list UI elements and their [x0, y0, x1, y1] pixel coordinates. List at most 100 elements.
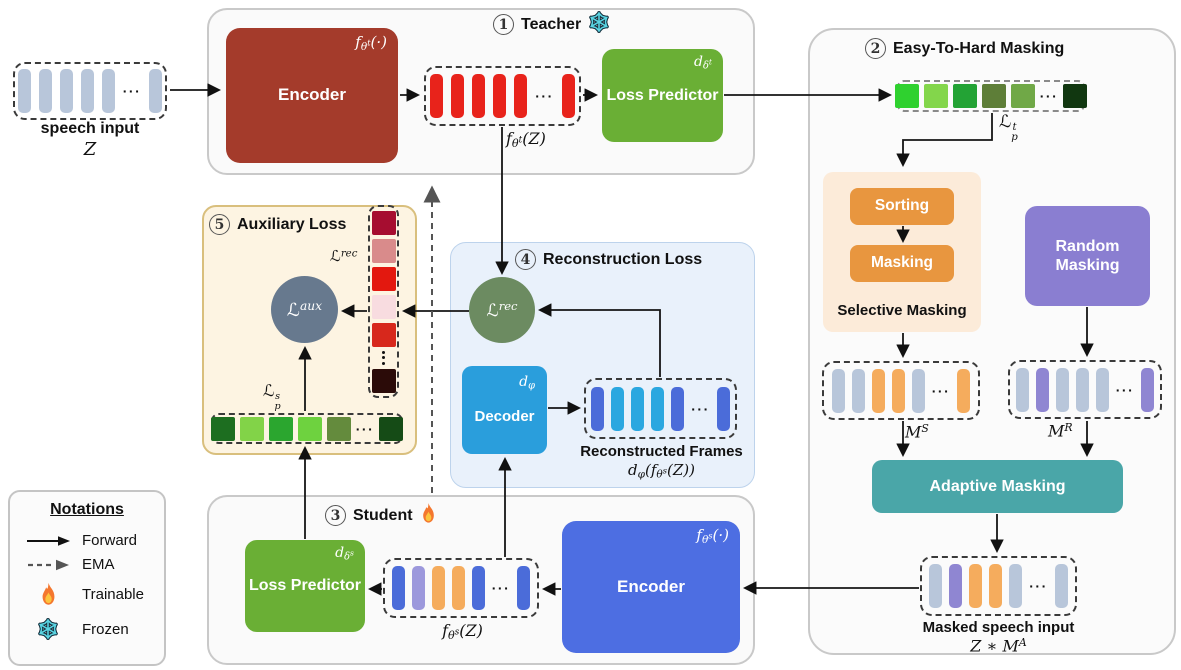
number-3-badge: 3: [325, 505, 346, 526]
loss-square: [239, 416, 264, 441]
ellipsis: ···: [122, 83, 142, 99]
frame-bar-gray: [1075, 367, 1089, 412]
vertical-ellipsis: [382, 350, 385, 365]
student-encoder-box: fθs(·) Encoder: [562, 521, 740, 653]
random-masking-box: Random Masking: [1025, 206, 1150, 306]
random-mask-label: MR: [1048, 421, 1073, 441]
teacher-encoder-label: Encoder: [277, 85, 347, 105]
frame-bar-orange: [871, 368, 885, 413]
frame-bar-gray: [911, 368, 925, 413]
decoder-fn: dφ: [519, 374, 535, 392]
frame-bar-orange: [451, 566, 465, 610]
frame-bar-cyan: [611, 386, 625, 431]
reconstruction-title-text: Reconstruction Loss: [543, 250, 703, 268]
student-title-text: Student: [353, 506, 413, 524]
aux-loss-symbol: ℒaux: [286, 298, 323, 321]
student-encoder-label: Encoder: [616, 576, 686, 596]
ellipsis: ···: [1115, 381, 1135, 398]
student-title: 3 Student: [325, 502, 437, 529]
selective-mask-frames: ···: [822, 361, 980, 420]
ellipsis: ···: [691, 400, 710, 417]
frame-bar-orange: [969, 564, 983, 608]
reconstruction-loss-squares-column: [368, 205, 399, 398]
frame-bar-purple: [949, 564, 963, 608]
frame-bar-gray: [1015, 367, 1029, 412]
frame-bar-orange: [957, 368, 971, 413]
loss-square: [894, 84, 919, 108]
adaptive-masking-label: Adaptive Masking: [929, 477, 1066, 495]
reconstruction-title: 4 Reconstruction Loss: [515, 249, 702, 270]
frame-bar-purple: [1035, 367, 1049, 412]
student-output-fn-label: fθs(Z): [442, 621, 483, 642]
ellipsis: ···: [355, 420, 375, 437]
loss-square: [326, 416, 351, 441]
ema-arrow-icon: [24, 559, 72, 571]
frame-bar-red: [451, 74, 465, 118]
frame-bar-orange: [891, 368, 905, 413]
frame-bar-red: [493, 74, 507, 118]
masking-title: 2 Easy-To-Hard Masking: [865, 38, 1064, 59]
frame-bar-gray: [1095, 367, 1109, 412]
frame-bar-gray: [59, 69, 73, 113]
flame-icon: [24, 582, 72, 606]
teacher-title-text: Teacher: [521, 15, 582, 33]
speech-input-label: speech input: [40, 120, 140, 137]
speech-input-frames: ···: [13, 62, 167, 120]
adaptive-masking-box: Adaptive Masking: [872, 460, 1123, 513]
frame-bar-gray: [149, 69, 163, 113]
legend-forward-row: Forward: [24, 532, 137, 549]
frame-bar-blue: [471, 566, 485, 610]
student-loss-predictor-box: dδs Loss Predictor: [245, 540, 365, 632]
loss-square: [371, 368, 396, 393]
loss-square: [923, 84, 948, 108]
notations-legend: Notations Forward EMA Trainable: [8, 490, 166, 666]
selective-mask-label: MS: [905, 422, 929, 442]
reconstructed-frames-box: ···: [584, 378, 737, 439]
frame-bar-gray: [851, 368, 865, 413]
loss-square: [1010, 84, 1035, 108]
random-mask-frames: ···: [1008, 360, 1162, 419]
teacher-encoder-box: fθt(·) Encoder: [226, 28, 398, 163]
number-4-badge: 4: [515, 249, 536, 270]
number-5-badge: 5: [209, 214, 230, 235]
reconstructed-frames-formula: dφ(fθs(Z)): [628, 461, 695, 481]
frame-bar-gray: [17, 69, 31, 113]
masked-speech-formula: Z ∗ MA: [970, 636, 1027, 656]
teacher-title: 1 Teacher: [493, 10, 611, 38]
reconstructed-frames-label: Reconstructed Frames: [580, 443, 743, 460]
masked-speech-input-frames: ···: [920, 556, 1077, 616]
loss-square: [371, 322, 396, 347]
legend-frozen-row: Frozen: [24, 618, 129, 640]
frame-bar-gray: [80, 69, 94, 113]
selective-masking-label: Selective Masking: [837, 302, 967, 319]
flame-icon: [420, 502, 437, 529]
loss-square: [952, 84, 977, 108]
frame-bar-red: [472, 74, 486, 118]
ellipsis: ···: [1039, 88, 1059, 104]
loss-square: [371, 266, 396, 291]
frame-bar-red: [430, 74, 444, 118]
number-2-badge: 2: [865, 38, 886, 59]
frame-bar-blue: [716, 386, 730, 431]
frame-bar-gray: [101, 69, 115, 113]
auxiliary-title: 5 Auxiliary Loss: [209, 214, 346, 235]
aux-loss-circle: ℒaux: [271, 276, 338, 343]
snowflake-icon: [24, 618, 72, 640]
sorting-box: Sorting: [850, 188, 954, 225]
legend-ema-label: EMA: [82, 556, 115, 573]
ellipsis: ···: [491, 580, 511, 596]
frame-bar-blue: [591, 386, 605, 431]
aux-lrec-label: ℒrec: [330, 247, 358, 265]
sorting-label: Sorting: [874, 197, 930, 215]
frame-bar-cyan: [651, 386, 665, 431]
frame-bar-orange: [431, 566, 445, 610]
reconstruction-loss-circle: ℒrec: [469, 277, 535, 343]
masking-label: Masking: [870, 254, 933, 272]
loss-square: [371, 294, 396, 319]
reconstruction-loss-symbol: ℒrec: [486, 299, 518, 321]
speech-input-symbol: Z: [83, 139, 97, 160]
frame-bar-gray: [929, 564, 943, 608]
legend-frozen-label: Frozen: [82, 620, 129, 638]
teacher-output-fn-label: fθt(Z): [506, 129, 546, 150]
